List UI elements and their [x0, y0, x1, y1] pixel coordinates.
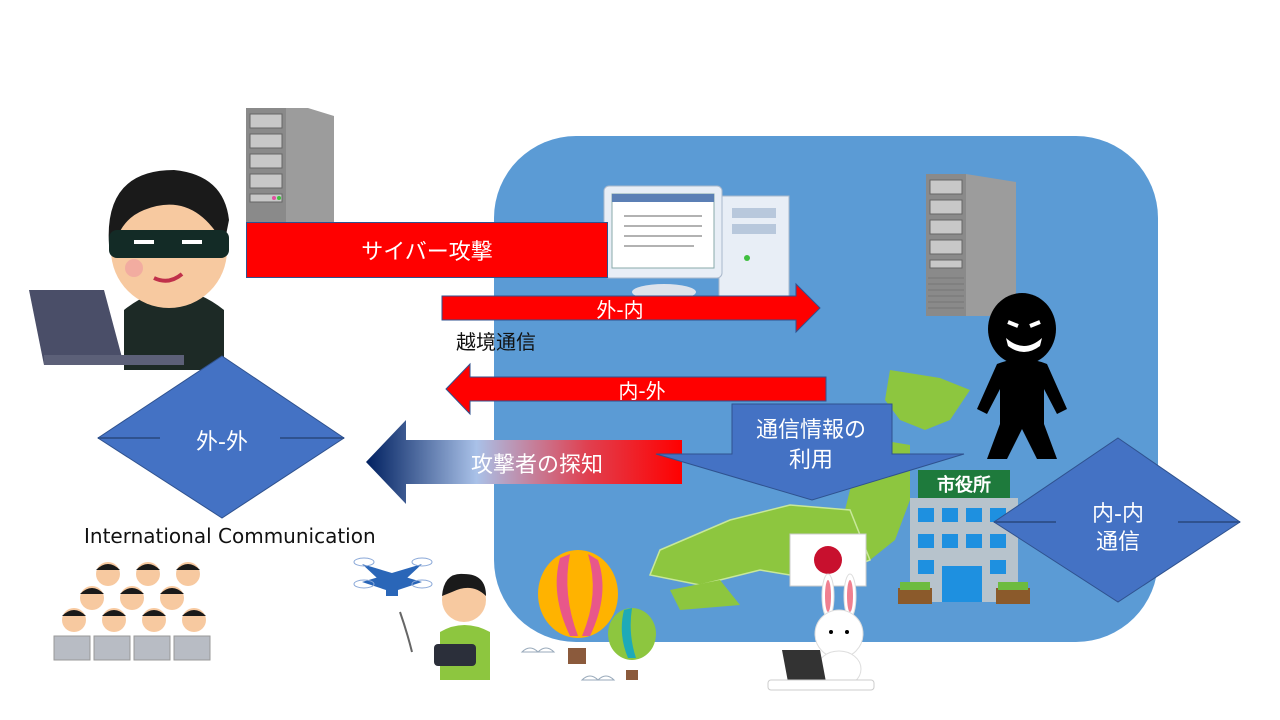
in-in-label-1: 内-内 [1092, 502, 1144, 527]
in-out-label: 内-外 [618, 379, 666, 403]
hacker-illustration-icon [29, 170, 229, 370]
cyber-attack-label: サイバー攻撃 [361, 240, 493, 265]
group-of-hackers-icon [53, 562, 211, 661]
attacker-detection-arrow [366, 420, 682, 504]
comm-info-usage-label-1: 通信情報の [755, 418, 866, 443]
desktop-computer-icon [603, 185, 790, 300]
hot-air-balloons-icon [520, 550, 656, 681]
in-in-diamond [993, 437, 1241, 603]
foreign-server-icon [246, 108, 334, 223]
rabbit-with-laptop-icon [767, 573, 875, 691]
in-in-label-2: 通信 [1095, 530, 1140, 555]
attacker-detection-label: 攻撃者の探知 [470, 453, 603, 478]
out-out-label: 外-外 [196, 430, 248, 455]
cyber-attack-bar: サイバー攻撃 [246, 222, 608, 278]
out-in-label: 外-内 [596, 298, 644, 322]
out-in-arrow [441, 282, 821, 334]
city-hall-sign: 市役所 [937, 474, 991, 496]
city-hall-building-icon: 市役所 [898, 470, 1030, 604]
shadow-attacker-icon [977, 293, 1067, 459]
in-out-arrow [445, 362, 827, 416]
domestic-server-icon [926, 174, 1016, 316]
drone-operator-icon [353, 557, 490, 680]
cross-border-label: 越境通信 [456, 330, 536, 354]
comm-info-usage-arrow [655, 403, 965, 501]
comm-info-usage-label-2: 利用 [788, 448, 833, 473]
out-out-diamond [97, 355, 345, 519]
international-communication-label: International Communication [84, 524, 376, 548]
